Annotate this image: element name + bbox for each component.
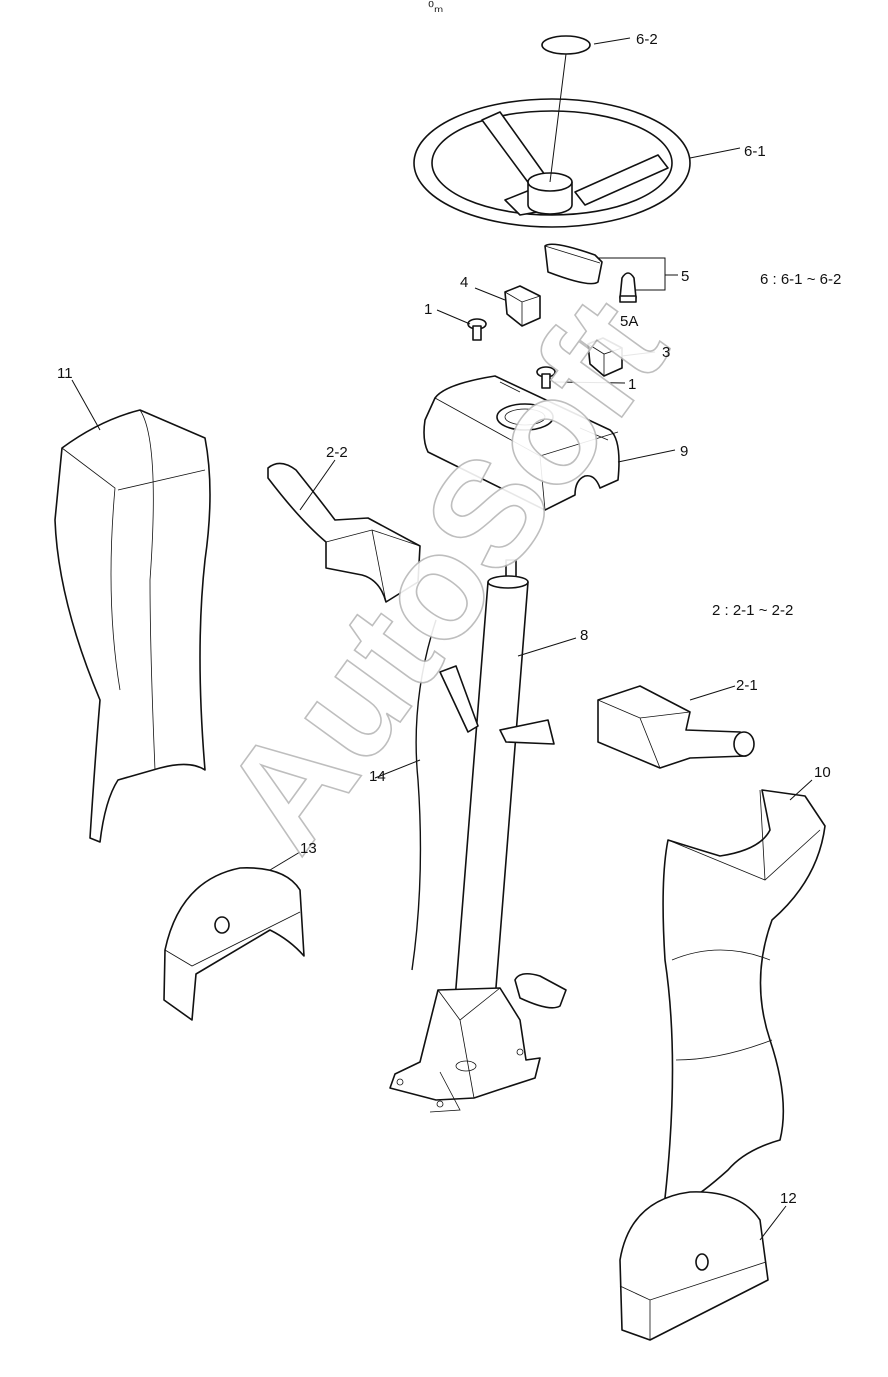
label-6-2: 6-2 — [636, 31, 658, 48]
label-2-2: 2-2 — [326, 444, 348, 461]
rubber-pad-part — [514, 972, 567, 1009]
group-note-6: 6 : 6-1 ~ 6-2 — [760, 271, 841, 288]
leader-lines — [71, 37, 813, 1241]
label-11: 11 — [57, 365, 73, 382]
label-14: 14 — [369, 768, 386, 785]
bolt-part-a — [467, 318, 487, 341]
corner-mark: ⁰ₘ — [428, 0, 443, 16]
boot-part — [411, 619, 437, 971]
label-3: 3 — [662, 344, 670, 361]
label-5a: 5A — [620, 313, 638, 330]
steering-column-part — [389, 559, 555, 1113]
label-8: 8 — [580, 627, 588, 644]
horn-cap-part — [541, 35, 591, 55]
label-9: 9 — [680, 443, 688, 460]
label-13: 13 — [300, 840, 317, 857]
label-2-1: 2-1 — [736, 677, 758, 694]
lever-right-part — [597, 685, 755, 769]
column-cover-part — [423, 375, 620, 511]
switch-part-4 — [504, 285, 541, 327]
left-cover-part — [54, 409, 211, 843]
label-6-1: 6-1 — [744, 143, 766, 160]
label-4: 4 — [460, 274, 468, 291]
lever-left-part — [267, 462, 421, 603]
switch-cover-part — [544, 243, 603, 285]
label-10: 10 — [814, 764, 831, 781]
switch-part-3 — [587, 337, 623, 377]
base-cover-part — [163, 867, 305, 1021]
right-base-cover-part — [619, 1191, 769, 1341]
label-1-lower: 1 — [628, 376, 636, 393]
right-cover-part — [662, 789, 826, 1201]
group-note-2: 2 : 2-1 ~ 2-2 — [712, 602, 793, 619]
watermark: AutoSoft — [190, 268, 698, 879]
bolt-part-b — [536, 366, 556, 389]
label-12: 12 — [780, 1190, 797, 1207]
bulb-part — [619, 272, 637, 303]
label-5: 5 — [681, 268, 689, 285]
label-1-upper: 1 — [424, 301, 432, 318]
